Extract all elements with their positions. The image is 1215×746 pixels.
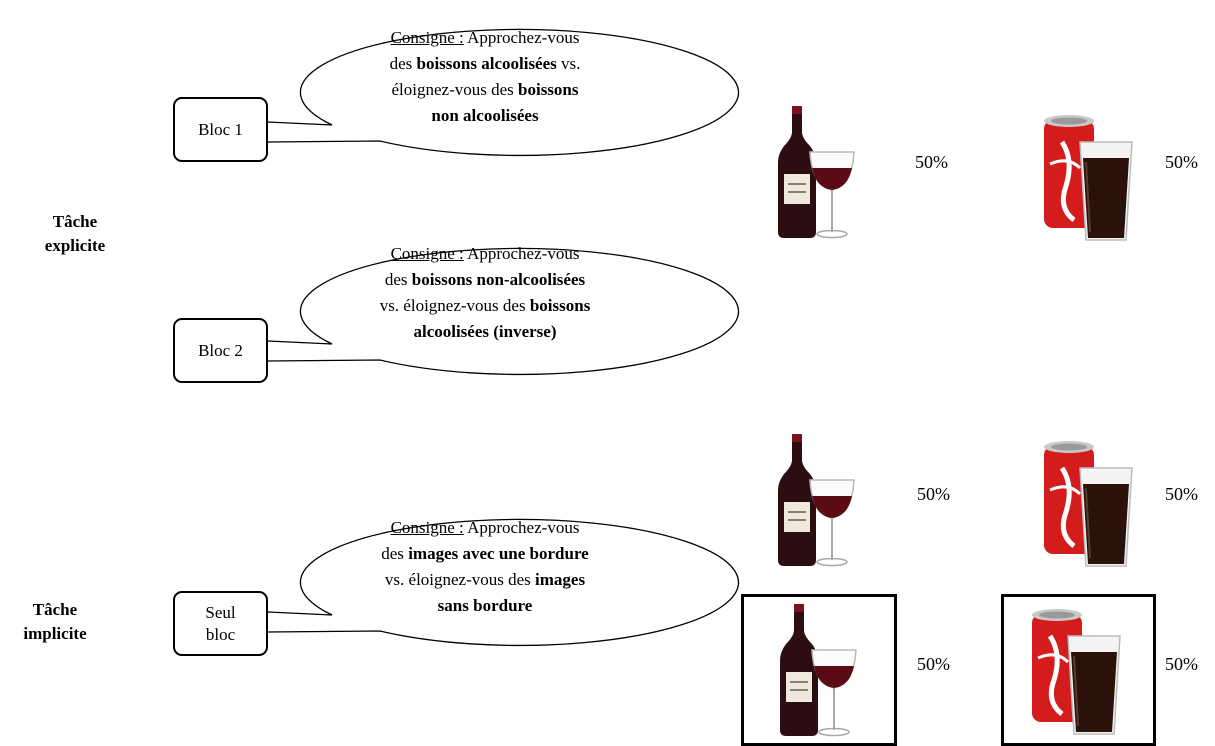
- percentage-wine-explicit: 50%: [915, 152, 948, 172]
- percentage-cola-framed: 50%: [1165, 654, 1198, 674]
- percentage-cola-unframed: 50%: [1165, 484, 1198, 504]
- image-border-wine: [741, 594, 897, 746]
- speech-bubble-2: [267, 247, 740, 376]
- speech-bubble-1: [267, 28, 740, 157]
- cola-image-explicit: [1022, 104, 1142, 249]
- image-border-cola: [1001, 594, 1156, 746]
- single-block-box: Seul bloc: [173, 591, 268, 656]
- task-label-implicit: Tâche implicite: [23, 600, 87, 643]
- cola-image-unframed: [1022, 430, 1142, 575]
- percentage-wine-framed: 50%: [917, 654, 950, 674]
- block-1-box: Bloc 1: [173, 97, 268, 162]
- task-label-explicit: Tâche explicite: [44, 212, 106, 255]
- instruction-block-2: Consigne : Approchez-vous des boissons n…: [379, 244, 591, 341]
- block-2-box: Bloc 2: [173, 318, 268, 383]
- percentage-cola-explicit: 50%: [1165, 152, 1198, 172]
- wine-image-unframed: [749, 427, 871, 574]
- speech-bubble-3: [267, 518, 740, 647]
- percentage-wine-unframed: 50%: [917, 484, 950, 504]
- instruction-single-block: Consigne : Approchez-vous des images ave…: [381, 518, 589, 615]
- wine-image-explicit: [749, 99, 871, 246]
- instruction-block-1: Consigne : Approchez-vous des boissons a…: [389, 28, 581, 125]
